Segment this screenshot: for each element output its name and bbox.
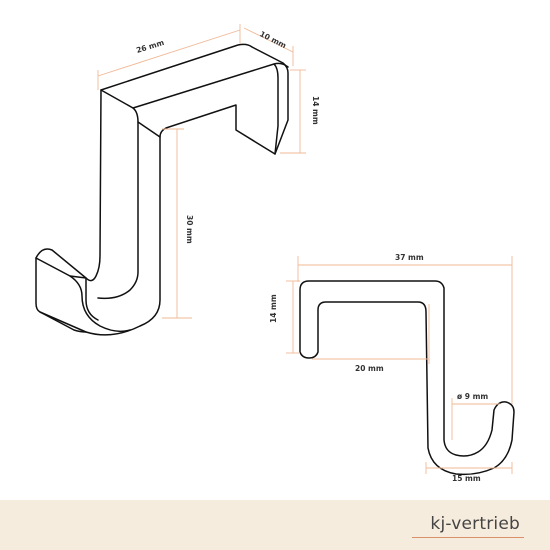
hook-a-depth-label: 10 mm [258, 29, 288, 50]
hook-b-width-label: 37 mm [395, 253, 424, 262]
hook-a-height-label: 14 mm [311, 96, 320, 125]
hook-a-hook-edge [35, 257, 131, 333]
hook-a-length-label: 30 mm [185, 215, 194, 244]
hook-b-height-label: 14 mm [269, 294, 278, 323]
hook-a-tip-edge [39, 275, 99, 333]
brand-underline [412, 537, 524, 538]
hook-a-width-label: 26 mm [135, 38, 165, 55]
hook-b-dimensions [286, 256, 513, 474]
footer-band: kj-vertrieb [0, 500, 550, 550]
hook-a-drawing [35, 43, 289, 336]
hook-a-dimensions [97, 24, 306, 319]
hook-b-profile [299, 280, 515, 476]
hook-a-right-drop-edge [273, 63, 279, 155]
hook-a-back-edge [97, 107, 139, 300]
hook-b-diameter-label: ø 9 mm [457, 392, 488, 401]
brand-logo-text: kj-vertrieb [430, 514, 520, 534]
hook-a-front-face [35, 43, 289, 336]
hook-a-inner-edge [137, 121, 161, 138]
hook-b-inner-label: 20 mm [355, 364, 384, 373]
hook-b-bottom-label: 15 mm [452, 474, 481, 483]
hook-b-drawing [299, 280, 515, 476]
